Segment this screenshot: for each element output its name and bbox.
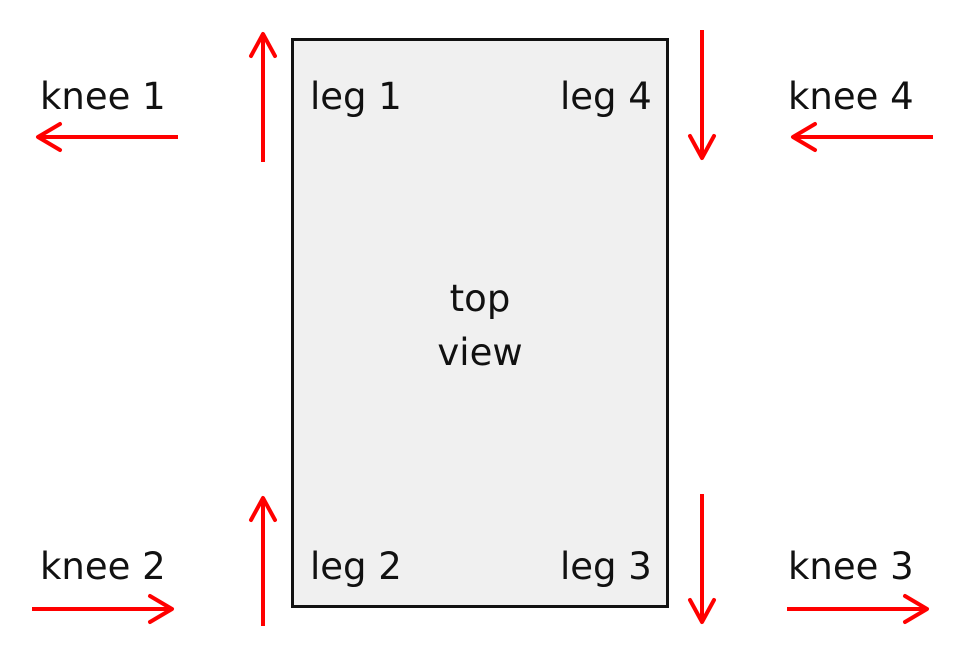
knee-4-label: knee 4	[788, 75, 914, 118]
leg-4-label: leg 4	[560, 75, 652, 118]
leg-3-arrow-down-icon	[685, 492, 719, 628]
leg-1-label: leg 1	[310, 75, 402, 118]
knee-1-label: knee 1	[40, 75, 166, 118]
knee-2-label: knee 2	[40, 545, 166, 588]
leg-3-label: leg 3	[560, 545, 652, 588]
center-caption-line-1: top	[449, 277, 511, 320]
leg-2-arrow-up-icon	[246, 492, 280, 628]
knee-4-arrow-left-icon	[785, 120, 935, 154]
leg-1-arrow-up-icon	[246, 28, 280, 164]
top-view-body-rect	[291, 38, 669, 608]
knee-2-arrow-right-icon	[30, 592, 180, 626]
leg-2-label: leg 2	[310, 545, 402, 588]
knee-1-arrow-left-icon	[30, 120, 180, 154]
knee-3-label: knee 3	[788, 545, 914, 588]
leg-4-arrow-down-icon	[685, 28, 719, 164]
knee-3-arrow-right-icon	[785, 592, 935, 626]
center-caption-line-2: view	[437, 330, 523, 374]
center-caption: top view	[291, 272, 669, 379]
